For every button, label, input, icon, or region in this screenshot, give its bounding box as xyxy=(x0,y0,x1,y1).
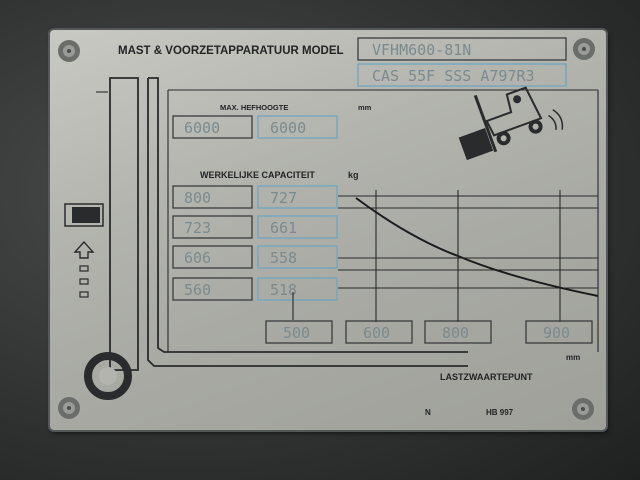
capacity-printed-value: 518 xyxy=(270,281,297,299)
capacity-printed-value: 661 xyxy=(270,219,297,237)
serial-field xyxy=(357,63,567,87)
capacity-printed-value: 727 xyxy=(270,189,297,207)
forklift-warning-icon xyxy=(458,86,564,161)
load-center-box xyxy=(265,320,333,344)
load-center-value: 500 xyxy=(283,324,310,342)
capacity-printed-box xyxy=(257,277,338,301)
capacity-stamped-box xyxy=(172,185,253,209)
capacity-stamped-value: 560 xyxy=(184,281,211,299)
lift-height-printed: 6000 xyxy=(270,119,306,137)
load-block-icon xyxy=(64,203,104,227)
serial-value: CAS 55F SSS A797R3 xyxy=(372,67,535,85)
model-value: VFHM600-81N xyxy=(372,41,471,59)
capacity-stamped-value: 723 xyxy=(184,219,211,237)
capacity-stamped-box xyxy=(172,245,253,269)
load-center-unit: mm xyxy=(566,353,580,362)
rivet-icon xyxy=(58,397,80,419)
arrow-up-icon xyxy=(73,240,95,298)
load-center-box xyxy=(525,320,593,344)
rivet-icon xyxy=(573,38,595,60)
capacity-stamped-value: 606 xyxy=(184,249,211,267)
capacity-unit: kg xyxy=(348,170,359,180)
plate-graphics: MAST & VOORZETAPPARATUUR MODEL VFHM600-8… xyxy=(58,37,599,420)
capacity-stamped-box xyxy=(172,215,253,239)
capacity-printed-box xyxy=(257,245,338,269)
model-field xyxy=(357,37,567,61)
data-plate: MAST & VOORZETAPPARATUUR MODEL VFHM600-8… xyxy=(50,30,606,430)
capacity-stamped-box xyxy=(172,277,253,301)
lift-height-printed-box xyxy=(257,115,338,139)
mast-fork-diagram xyxy=(84,77,468,400)
load-center-label: LASTZWAARTEPUNT xyxy=(440,372,533,382)
rivet-icon xyxy=(572,398,594,420)
capacity-printed-box xyxy=(257,185,338,209)
load-center-value: 800 xyxy=(442,324,469,342)
capacity-stamped-value: 800 xyxy=(184,189,211,207)
load-center-value: 600 xyxy=(363,324,390,342)
load-center-row: 500 600 800 900 xyxy=(265,320,593,344)
lift-height-label: MAX. HEFHOOGTE xyxy=(220,103,288,112)
code-n: N xyxy=(425,408,431,417)
capacity-printed-box xyxy=(257,215,338,239)
chart-grid xyxy=(292,190,599,322)
capacity-rows: 800 727 723 661 606 558 560 518 xyxy=(172,185,338,301)
load-center-box xyxy=(345,320,413,344)
lift-height-unit: mm xyxy=(358,103,372,112)
lift-height-stamped-box xyxy=(172,115,253,139)
load-center-value: 900 xyxy=(543,324,570,342)
lift-height-stamped: 6000 xyxy=(184,119,220,137)
capacity-label: WERKELIJKE CAPACITEIT xyxy=(200,170,315,180)
capacity-printed-value: 558 xyxy=(270,249,297,267)
capacity-curve xyxy=(355,197,599,297)
model-label: MAST & VOORZETAPPARATUUR MODEL xyxy=(118,45,344,57)
load-center-box xyxy=(424,320,492,344)
code-hb: HB 997 xyxy=(486,408,514,417)
rivet-icon xyxy=(58,40,80,62)
